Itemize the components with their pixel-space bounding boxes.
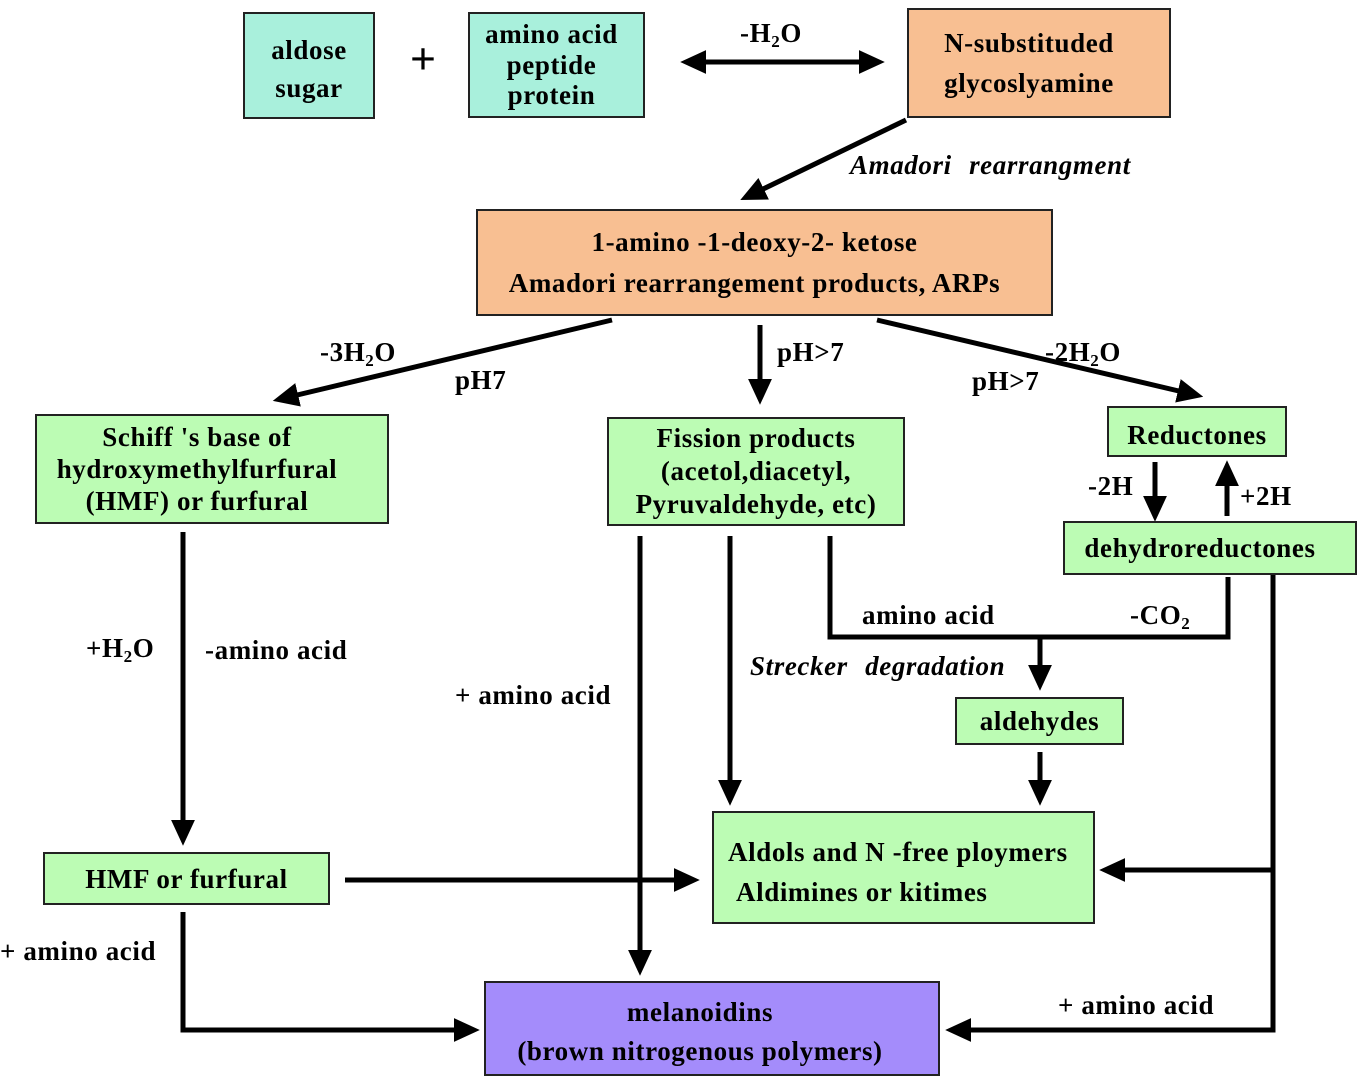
acid-water-loss-label: -3H2O (320, 337, 397, 370)
box-line: peptide (506, 49, 597, 80)
amadori-step-label: Amadori rearrangment (850, 150, 1131, 180)
box-line: dehydroreductones (1084, 533, 1316, 563)
box-line: protein (507, 80, 596, 111)
box-line: hydroxymethylfurfural (56, 454, 338, 484)
strecker-degradation-label: Strecker degradation (750, 651, 1006, 681)
fission-amino-addition-label: + amino acid (455, 680, 612, 710)
reduction-label: +2H (1240, 481, 1292, 511)
hmf-furfural-box: HMF or furfural (43, 852, 330, 905)
dehydro-to-melanoidins-arrow (945, 575, 1276, 1042)
box-line: Pyruvaldehyde, etc) (635, 489, 877, 519)
strecker-connector-line (827, 536, 1231, 640)
aldols-polymers-box: Aldols and N -free ploymers Aldimines or… (712, 811, 1095, 924)
subscript: 2 (771, 32, 781, 51)
water-gain-label: +H2O (86, 633, 155, 666)
dehydroreductones-box: dehydroreductones (1063, 521, 1357, 575)
subscript: 2 (123, 647, 133, 666)
arps-to-reductones-arrow (876, 317, 1204, 403)
box-line: (brown nitrogenous polymers) (517, 1035, 883, 1066)
arps-box: 1-amino -1-deoxy-2- ketose Amadori rearr… (476, 209, 1053, 316)
box-line: Aldimines or kitimes (736, 876, 988, 907)
box-line: N-substituded (944, 28, 1114, 58)
amadori-arrow (740, 117, 908, 201)
acid-ph-label: pH7 (455, 365, 507, 395)
box-line: HMF or furfural (85, 863, 288, 894)
subscript: 2 (365, 351, 375, 370)
box-line: Amadori rearrangement products, ARPs (508, 267, 1001, 298)
aldose-sugar-box: aldose sugar (243, 12, 375, 119)
co2-loss-label: -CO2 (1130, 600, 1191, 633)
box-line: Reductones (1127, 419, 1267, 450)
reductone-water-loss-label: -2H2O (1045, 337, 1122, 370)
melanoidins-box: melanoidins (brown nitrogenous polymers) (484, 981, 940, 1076)
hmf-to-melanoidins-arrow (180, 912, 480, 1042)
box-line: amino acid (485, 19, 618, 50)
box-line: glycoslyamine (944, 68, 1114, 98)
box-line: Aldols and N -free ploymers (728, 836, 1068, 867)
box-line: melanoidins (626, 996, 774, 1027)
reductone-ph-label: pH>7 (972, 366, 1040, 396)
box-line: Fission products (656, 423, 856, 453)
subscript: 2 (1181, 614, 1191, 633)
glycosylamine-box: N-substituded glycoslyamine (907, 8, 1171, 118)
schiff-base-box: Schiff 's base of hydroxymethylfurfural … (35, 414, 389, 524)
box-line: Schiff 's base of (102, 422, 292, 452)
box-line: (acetol,diacetyl, (660, 456, 852, 486)
fission-products-box: Fission products (acetol,diacetyl, Pyruv… (607, 417, 905, 526)
box-line: 1-amino -1-deoxy-2- ketose (591, 226, 918, 257)
box-line: aldose (271, 34, 347, 65)
aldehydes-box: aldehydes (955, 697, 1124, 745)
arps-to-schiff-arrow (272, 317, 613, 407)
oxidation-label: -2H (1088, 471, 1134, 501)
strecker-amino-acid-label: amino acid (862, 600, 995, 630)
condensation-water-loss-label: -H2O (740, 18, 802, 51)
dehydro-amino-addition-label: + amino acid (1058, 990, 1215, 1020)
box-line: sugar (275, 72, 343, 103)
box-line: (HMF) or furfural (85, 486, 309, 516)
plus-sign: + (409, 33, 437, 84)
box-line: aldehydes (979, 706, 1100, 736)
fission-ph-label: pH>7 (777, 337, 845, 367)
reductones-box: Reductones (1107, 406, 1287, 457)
hmf-amino-addition-label: + amino acid (0, 936, 157, 966)
subscript: 2 (1090, 351, 1100, 370)
amino-acid-box: amino acid peptide protein (468, 12, 645, 118)
amino-loss-label: -amino acid (205, 635, 348, 665)
